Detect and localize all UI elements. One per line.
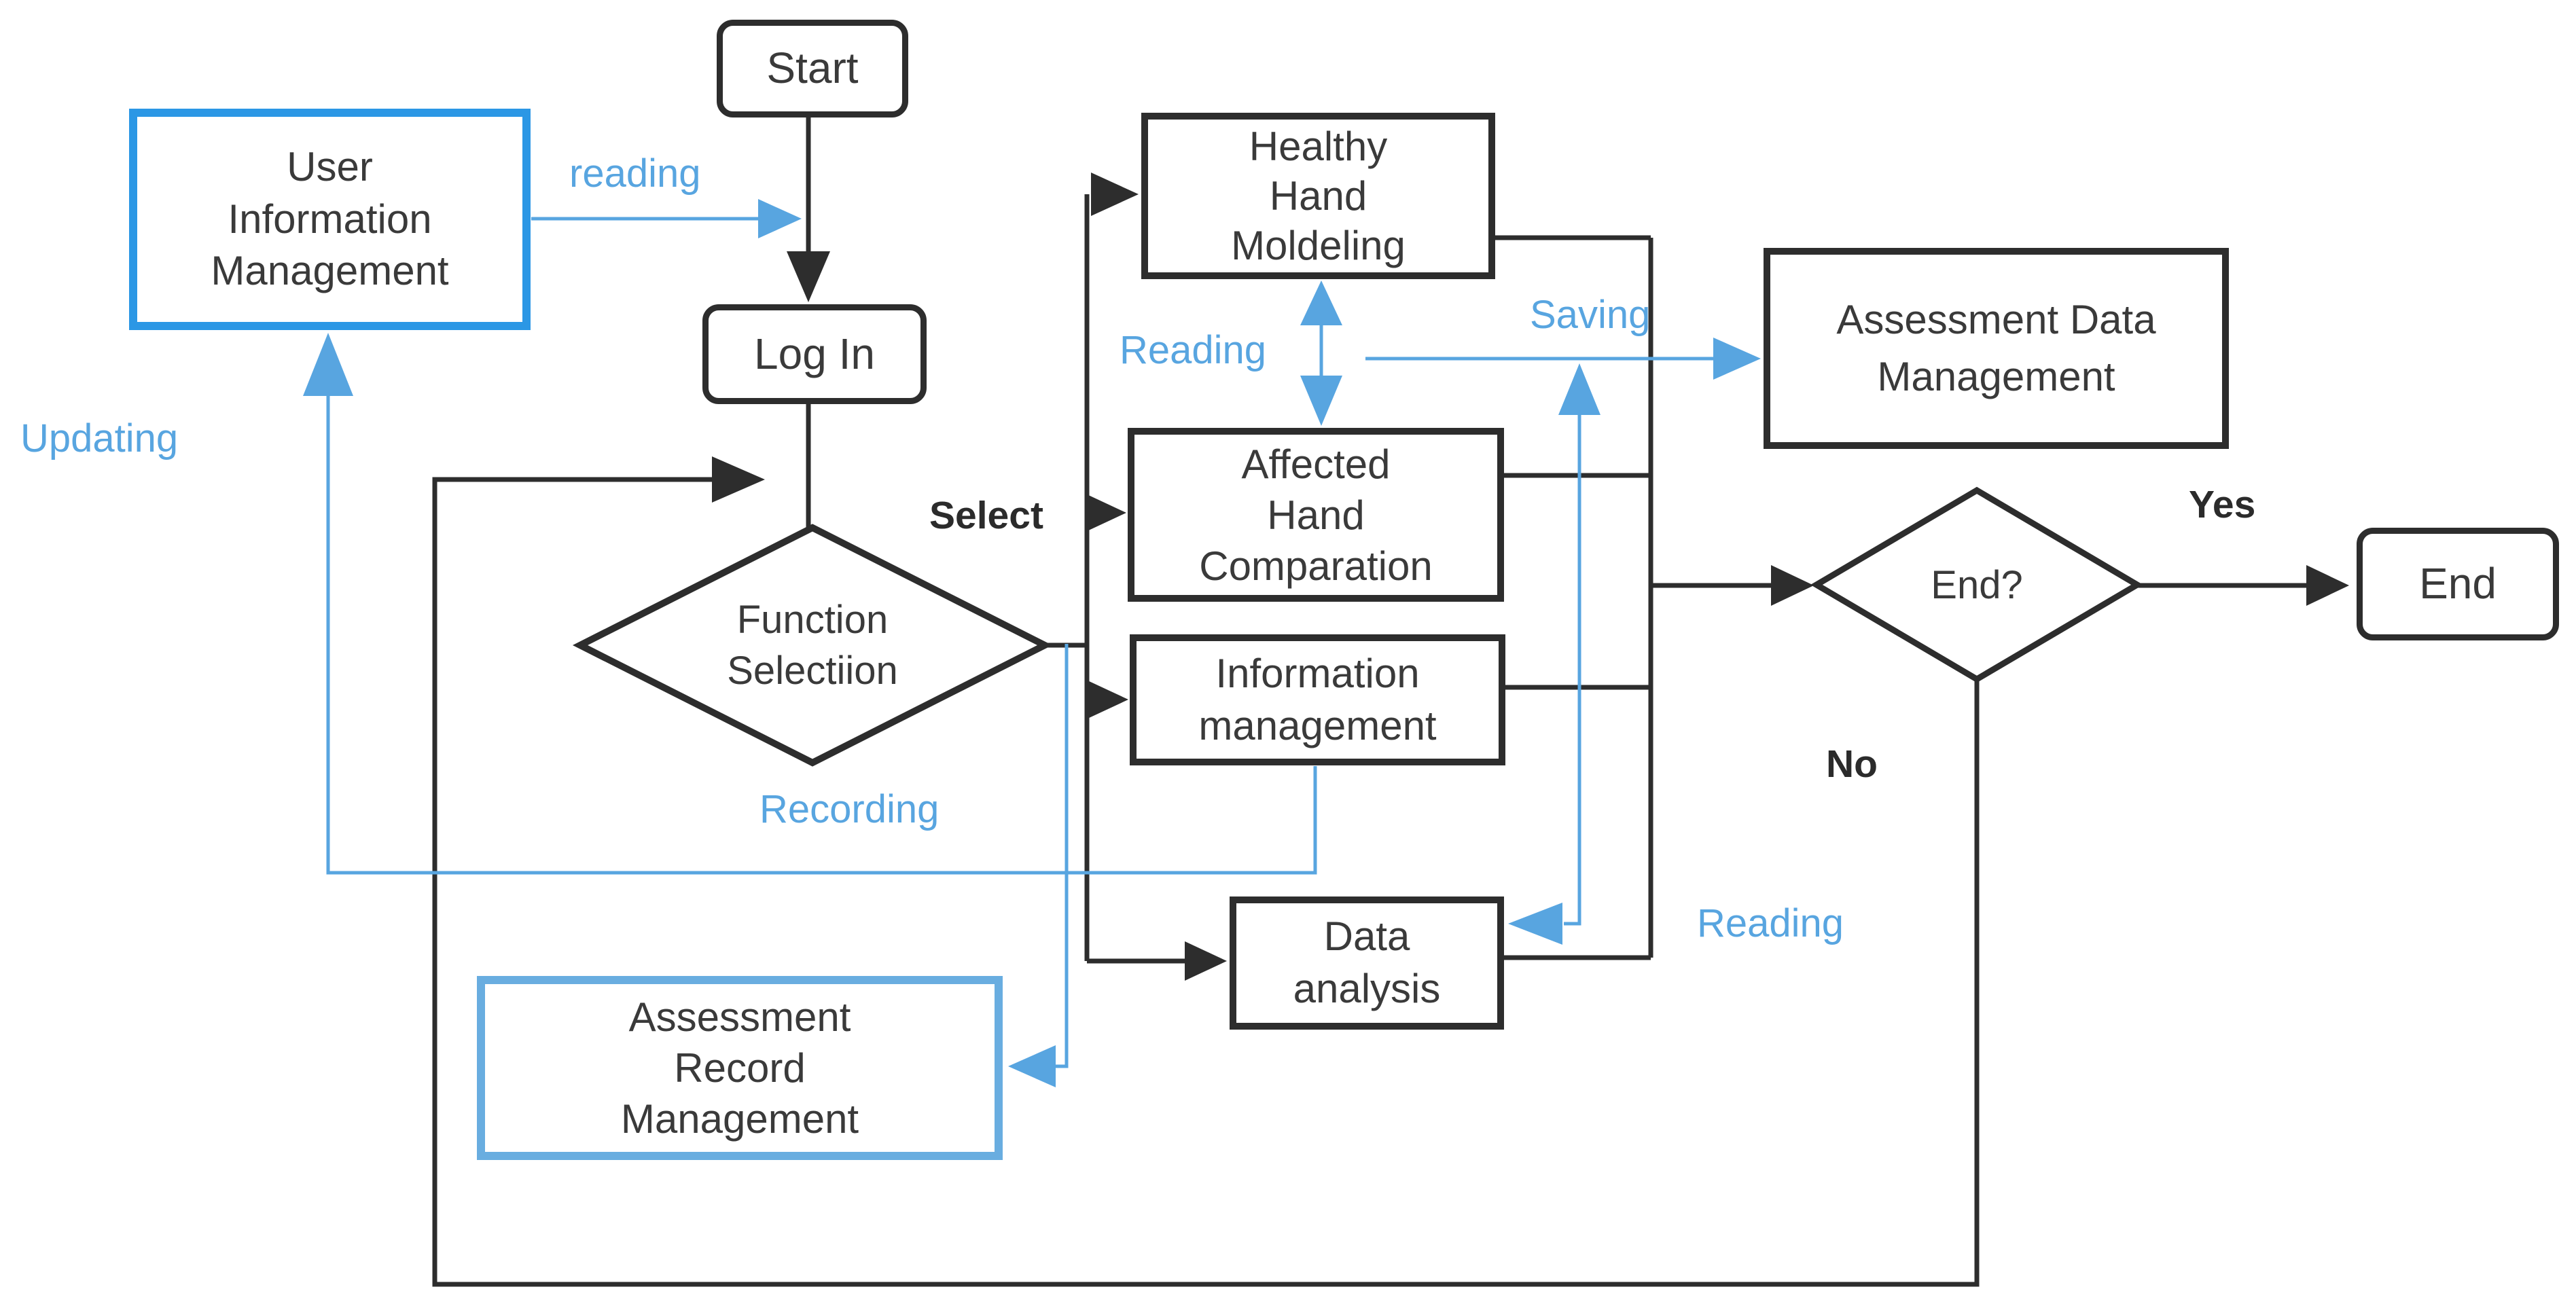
label-reading-hands: Reading <box>1120 328 1267 372</box>
arrow-saving-right <box>1713 338 1761 380</box>
arrow-reading-into-line <box>758 199 802 238</box>
arrow-into-info <box>1088 681 1128 719</box>
node-healthy-hand-modeling: Healthy Hand Moldeling <box>1141 113 1495 279</box>
node-information-management: Information management <box>1130 634 1505 765</box>
label-saving: Saving <box>1530 293 1651 337</box>
node-affected-hand-comparison: Affected Hand Comparation <box>1128 428 1504 602</box>
edge-recording-updating <box>326 396 1317 875</box>
node-end: End <box>2357 528 2559 640</box>
arrow-loop-return <box>712 456 765 503</box>
label-no: No <box>1826 742 1878 786</box>
edge-no-loop <box>432 477 1980 1287</box>
arrow-into-healthy <box>1091 173 1139 216</box>
label-recording: Recording <box>759 787 940 831</box>
arrow-reading-into-dataanalysis <box>1508 903 1562 945</box>
label-reading-login: reading <box>569 151 701 196</box>
node-log-in: Log In <box>702 304 927 404</box>
arrow-into-endq <box>1771 565 1814 606</box>
arrow-saving-up <box>1558 363 1600 415</box>
edge-select-record <box>1053 644 1069 1068</box>
arrow-into-assessrecord <box>1008 1045 1056 1087</box>
node-assessment-data-management: Assessment Data Management <box>1764 248 2229 449</box>
label-reading-data: Reading <box>1697 901 1844 945</box>
node-data-analysis: Data analysis <box>1230 896 1504 1030</box>
arrow-reading-down <box>1300 376 1342 426</box>
arrow-into-login <box>787 251 830 302</box>
end-decision-diamond <box>1810 486 2143 683</box>
arrow-into-affected <box>1086 494 1126 532</box>
node-assessment-record-management: Assessment Record Management <box>477 976 1003 1160</box>
label-yes: Yes <box>2189 483 2256 526</box>
node-function-selection-label: Function Selectiion <box>727 597 898 693</box>
node-end-decision-label: End? <box>1931 563 2023 608</box>
label-updating: Updating <box>20 416 179 460</box>
edge-data-assessdata <box>1564 414 1581 926</box>
arrow-into-end <box>2306 565 2349 606</box>
function-selection-diamond <box>572 524 1053 767</box>
node-start: Start <box>717 20 908 117</box>
label-select: Select <box>929 494 1043 537</box>
arrow-updating-up <box>303 333 353 396</box>
arrow-reading-up <box>1300 280 1342 325</box>
node-user-information-management: User Information Management <box>129 109 531 330</box>
arrow-into-data <box>1185 941 1227 981</box>
